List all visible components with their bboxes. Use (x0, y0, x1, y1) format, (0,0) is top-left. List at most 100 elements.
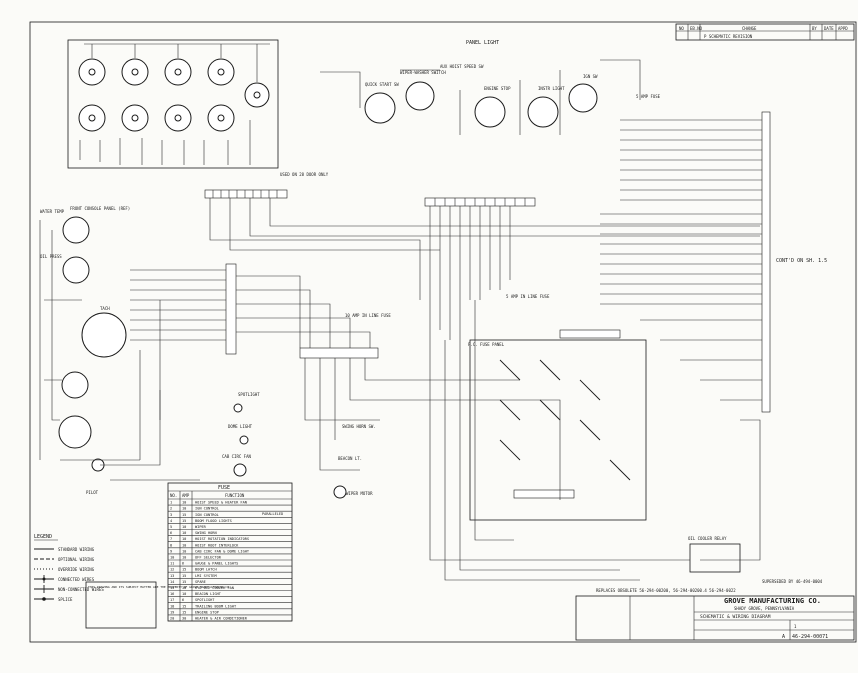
fuse-cell-no: 10 (170, 556, 174, 560)
terminal-strip-top-right (424, 197, 536, 207)
fuse-cell-function: HEATER & AIR CONDITIONER (195, 617, 248, 621)
fuse-cell-amp: 10 (182, 507, 186, 511)
fuse-cell-amp: 10 (182, 592, 186, 596)
label-in-line-fuse: 5 AMP IN LINE FUSE (506, 294, 550, 299)
fuse-cell-amp: 15 (182, 610, 186, 614)
label-quick-start: QUICK START SW (365, 82, 399, 87)
fuse-note-paralleled: PARALLELED (262, 512, 283, 516)
fuse-cell-no: 16 (170, 592, 174, 596)
fuse-cell-no: 8 (170, 543, 172, 547)
label-dome-light: DOME LIGHT (228, 424, 253, 429)
label-pilot: PILOT (86, 490, 99, 495)
fuse-cell-function: LMI SYSTEM (195, 574, 217, 578)
fuse-cell-function: SWING HORN (195, 531, 217, 535)
legend-splice: SPLICE (58, 597, 73, 602)
fuse-cell-function: BOOM LATCH (195, 568, 217, 572)
fuse-cell-function: HOIST ROTATION INDICATORS (195, 537, 249, 541)
fuse-cell-no: 9 (170, 549, 172, 553)
fuse-cell-amp: 15 (182, 513, 186, 517)
fuse-cell-no: 13 (170, 574, 174, 578)
label-inline-fuse: 10 AMP IN LINE FUSE (345, 313, 391, 318)
fuse-cell-amp: 10 (182, 525, 186, 529)
label-spotlight: SPOTLIGHT (238, 392, 260, 397)
oil-cooler-relay-box (689, 543, 741, 573)
rev-header-no: NO (679, 26, 684, 31)
fuse-table-title: FUSE (218, 485, 230, 491)
left-gauges (58, 216, 127, 472)
fuse-cell-no: 12 (170, 568, 174, 572)
label-cont-on: CONT'D ON SH. 1.5 (776, 258, 827, 264)
fuse-cell-function: OFF SELECTOR (195, 556, 222, 560)
dome-light-symbol (239, 435, 249, 445)
fuse-cell-no: 7 (170, 537, 172, 541)
fuse-cell-function: HOIST ROOT INTERLOCK (195, 543, 239, 547)
title-drawing-no: 46-294-00071 (792, 634, 828, 640)
label-oil-cooler-relay: OIL COOLER RELAY (688, 536, 727, 541)
fuse-cell-no: 18 (170, 604, 174, 608)
fuse-cell-function: CAB CIRC FAN & DOME LIGHT (195, 549, 250, 553)
fuse-cell-function: SPOTLIGHT (195, 598, 215, 602)
revision-block: NO EB.NO CHANGE BY DATE APPD P SCHEMATIC… (675, 23, 855, 41)
fuse-cell-no: 20 (170, 617, 174, 621)
label-used-on: USED ON 28 DOOR ONLY (280, 172, 329, 177)
terminal-strip-right (761, 111, 771, 413)
gauge-cluster-box (67, 39, 279, 169)
spotlight-symbol (233, 403, 243, 413)
label-wiper-motor: WIPER MOTOR (346, 491, 373, 496)
fuse-cell-amp: 15 (182, 580, 186, 584)
title-location: SHADY GROVE, PENNSYLVANIA (734, 606, 795, 611)
fuse-cell-no: 14 (170, 580, 174, 584)
top-switches (320, 59, 641, 135)
title-drawing-title: SCHEMATIC & WIRING DIAGRAM (700, 614, 771, 620)
notes-text: THIS DRAWING AND ITS SUBJECT MATTER ARE … (88, 585, 231, 589)
label-replaces: REPLACES OBSOLETE 56-294-00200, 56-294-0… (596, 588, 736, 593)
drawing-border (29, 21, 857, 643)
fuse-panel-box (469, 339, 647, 521)
title-company: GROVE MANUFACTURING CO. (724, 597, 821, 605)
fuse-cell-amp: 10 (182, 537, 186, 541)
fuse-cell-function: IGN CONTROL (195, 507, 219, 511)
legend-non-connected: NON-CONNECTED WIRES (58, 587, 104, 592)
fuse-cell-amp: 15 (182, 568, 186, 572)
label-front-console: FRONT CONSOLE PANEL (REF) (70, 206, 130, 211)
label-panel-light: PANEL LIGHT (466, 40, 499, 46)
wiper-motor-symbol (333, 485, 347, 499)
fuse-cell-amp: 15 (182, 604, 186, 608)
rev-header-change: CHANGE (742, 26, 757, 31)
fuse-cell-function: TRAILING BOOM LIGHT (195, 604, 237, 608)
rev-header-by: BY (812, 26, 817, 31)
fuse-cell-no: 6 (170, 531, 172, 535)
fuse-cell-function: SPARE (195, 580, 206, 584)
fuse-cell-amp: 15 (182, 574, 186, 578)
title-block: GROVE MANUFACTURING CO. SHADY GROVE, PEN… (575, 595, 855, 641)
label-swing-horn: SWING HORN SW. (342, 424, 376, 429)
fuse-cell-function: IGN CONTROL (195, 513, 219, 517)
rev-header-date: DATE (824, 26, 834, 31)
legend-optional: OPTIONAL WIRING (58, 557, 95, 562)
fuse-relays (499, 359, 631, 481)
label-oil-press: OIL PRESS (40, 254, 62, 259)
fuse-cell-function: HOIST SPEED & HEATER FAN (195, 501, 247, 505)
fuse-cell-no: 1 (170, 501, 172, 505)
fuse-cell-amp: 10 (182, 501, 186, 505)
fuse-cell-no: 19 (170, 610, 174, 614)
fuse-header-amp: AMP (182, 493, 190, 498)
fuse-cell-amp: 10 (182, 549, 186, 553)
label-instr-light: INSTR LIGHT (538, 86, 565, 91)
fuse-cell-no: 17 (170, 598, 174, 602)
label-water-temp: WATER TEMP (40, 209, 65, 214)
fuse-cell-no: 3 (170, 513, 172, 517)
fuse-header-function: FUNCTION (225, 493, 245, 498)
legend-override: OVERRIDE WIRING (58, 567, 95, 572)
rev-note: P SCHEMATIC REVISION (704, 34, 753, 39)
label-tach: TACH (100, 306, 110, 311)
notes-box (85, 581, 157, 629)
label-cab-circ-fan: CAB CIRC FAN (222, 454, 251, 459)
fuse-cell-no: 2 (170, 507, 172, 511)
fuse-cell-function: GAUGE & PANEL LIGHTS (195, 562, 238, 566)
title-part-no: A (782, 634, 785, 640)
